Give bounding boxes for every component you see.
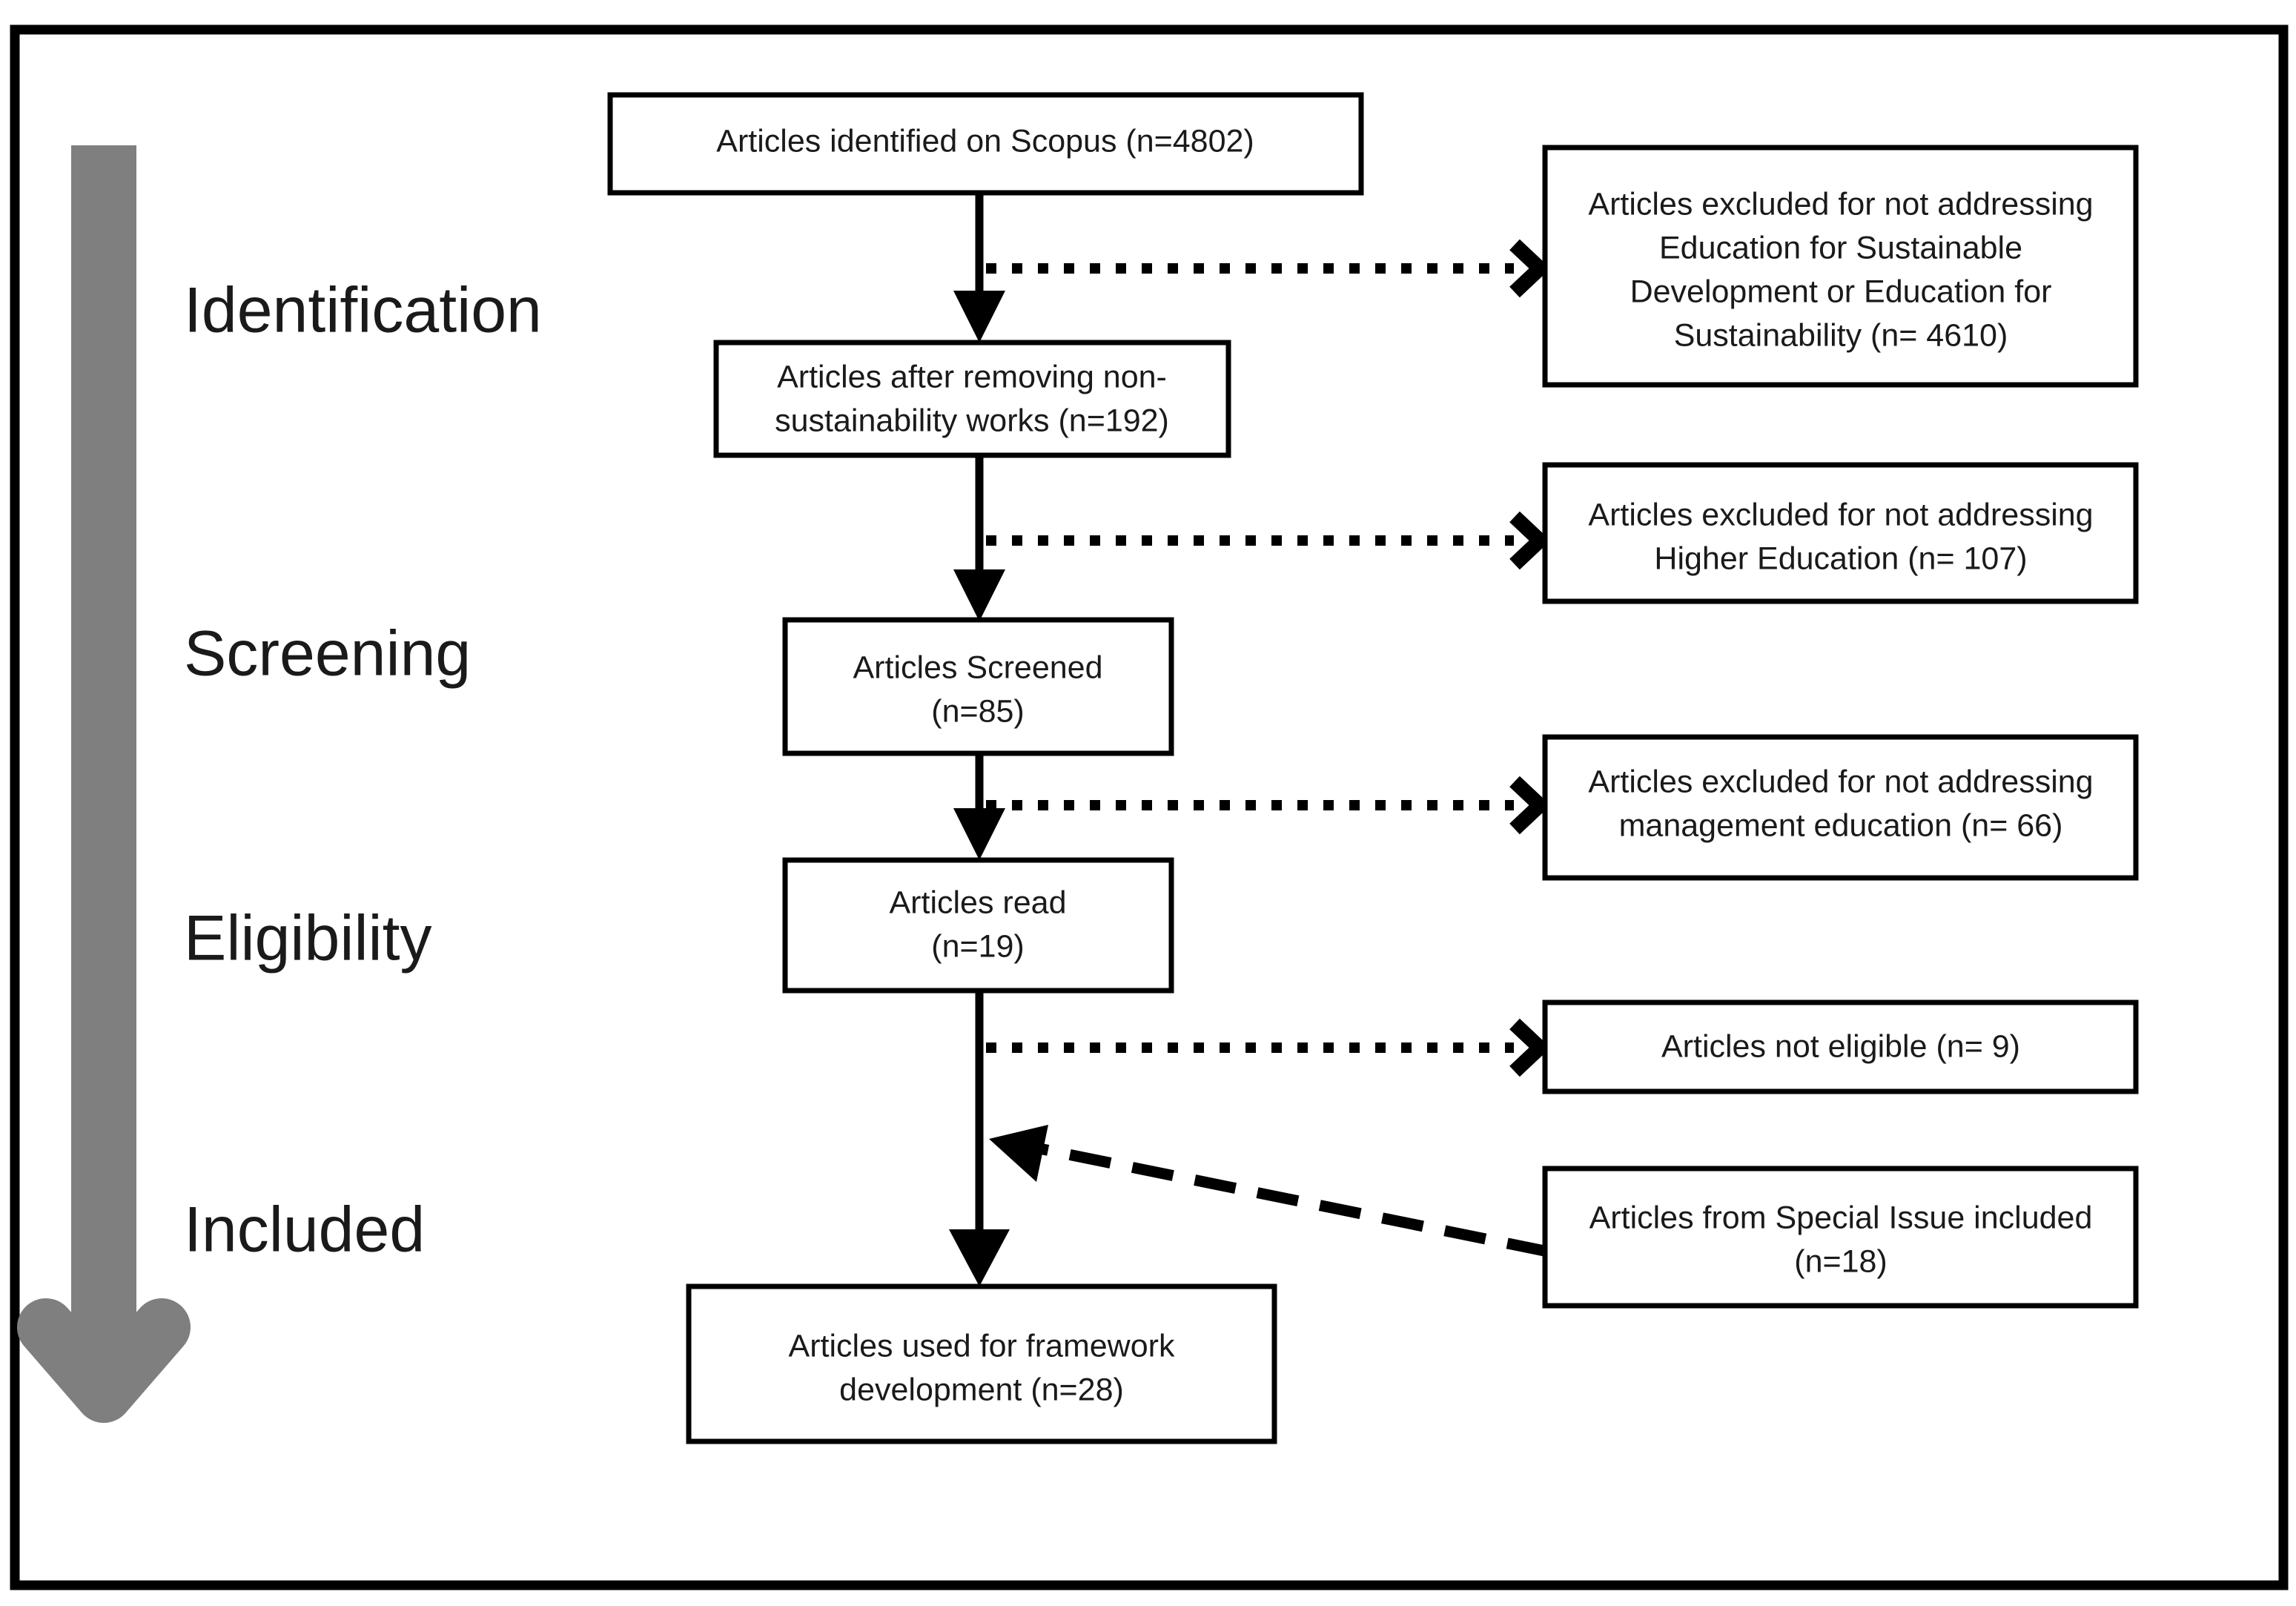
arrowhead-down-icon [953, 569, 1005, 621]
exclusion-box-rect [1542, 145, 2139, 388]
connector-special-issue-to-flow [989, 1125, 1549, 1258]
flow-box-rect [713, 340, 1231, 458]
flow-box-line: development (n=28) [839, 1372, 1124, 1407]
flow-box-line: Articles after removing non- [777, 359, 1167, 394]
flow-box-rect [782, 617, 1174, 756]
exclusion-box-rect [1542, 999, 2139, 1094]
flow-box-line: Articles used for framework [789, 1328, 1175, 1364]
exclusion-box-special-issue: Articles from Special Issue included (n=… [1542, 1166, 2139, 1309]
arrowhead-right-icon [1509, 511, 1551, 570]
stage-label-included: Included [184, 1194, 425, 1266]
flow-box-rect [686, 1283, 1277, 1444]
flow-box-line: Articles identified on Scopus (n=4802) [716, 123, 1254, 159]
connector-screened-to-read [953, 753, 1005, 860]
exclusion-box-line: Development or Education for [1630, 274, 2052, 309]
connector-to-not-eligible [986, 1018, 1551, 1077]
arrowhead-down-icon [949, 1229, 1010, 1286]
connector-read-to-framework [949, 990, 1010, 1286]
exclusion-box-line: Articles excluded for not addressing [1588, 497, 2093, 532]
flow-box-rect [607, 92, 1364, 196]
arrowhead-left-icon [989, 1125, 1048, 1182]
arrowhead-right-icon [1509, 239, 1551, 298]
connector-identified-to-after-removing [953, 193, 1005, 343]
exclusion-box-not-eligible: Articles not eligible (n= 9) [1542, 999, 2139, 1094]
arrowhead-right-icon [1509, 1018, 1551, 1077]
exclusion-box-line: Articles excluded for not addressing [1588, 186, 2093, 222]
connector-to-excluded-management-education [986, 776, 1551, 835]
flow-box-line: Articles read [890, 885, 1067, 920]
arrowhead-down-icon [953, 808, 1005, 860]
exclusion-box-rect [1542, 1166, 2139, 1309]
flow-box-identified: Articles identified on Scopus (n=4802) [607, 92, 1364, 196]
exclusion-box-line: (n=18) [1794, 1243, 1888, 1279]
connector-to-excluded-esd [986, 239, 1551, 298]
stage-arrow-head-icon [17, 1298, 191, 1423]
flow-box-read: Articles read (n=19) [782, 857, 1174, 994]
exclusion-box-line: management education (n= 66) [1619, 807, 2063, 843]
connector-line [1030, 1141, 1549, 1258]
exclusion-box-line: Articles excluded for not addressing [1588, 764, 2093, 799]
exclusion-box-line: Sustainability (n= 4610) [1674, 317, 2008, 353]
flow-box-line: sustainability works (n=192) [775, 403, 1169, 438]
exclusion-box-line: Education for Sustainable [1659, 230, 2022, 265]
exclusion-box-excluded-esd: Articles excluded for not addressing Edu… [1542, 145, 2139, 388]
arrowhead-down-icon [953, 291, 1005, 343]
stage-label-eligibility: Eligibility [184, 903, 432, 974]
exclusion-box-line: Articles not eligible (n= 9) [1661, 1028, 2020, 1064]
stage-progress-arrow [17, 145, 191, 1423]
flow-box-after-removing: Articles after removing non- sustainabil… [713, 340, 1231, 458]
arrowhead-right-icon [1509, 776, 1551, 835]
exclusion-box-excluded-management-education: Articles excluded for not addressing man… [1542, 734, 2139, 881]
exclusion-box-line: Higher Education (n= 107) [1654, 541, 2027, 576]
figure-border [10, 24, 2289, 1590]
connector-after-removing-to-screened [953, 455, 1005, 621]
exclusion-box-rect [1542, 462, 2139, 604]
flow-box-framework: Articles used for framework development … [686, 1283, 1277, 1444]
flow-box-line: (n=85) [931, 693, 1025, 729]
exclusion-box-line: Articles from Special Issue included [1589, 1200, 2093, 1235]
stage-arrow-shaft [71, 145, 136, 1354]
flow-box-screened: Articles Screened (n=85) [782, 617, 1174, 756]
exclusion-box-excluded-higher-education: Articles excluded for not addressing Hig… [1542, 462, 2139, 604]
flow-box-rect [782, 857, 1174, 994]
stage-label-screening: Screening [184, 618, 471, 690]
flow-box-line: Articles Screened [853, 650, 1103, 685]
flow-box-line: (n=19) [931, 928, 1025, 964]
exclusion-box-rect [1542, 734, 2139, 881]
connector-to-excluded-higher-education [986, 511, 1551, 570]
stage-label-identification: Identification [184, 275, 542, 346]
